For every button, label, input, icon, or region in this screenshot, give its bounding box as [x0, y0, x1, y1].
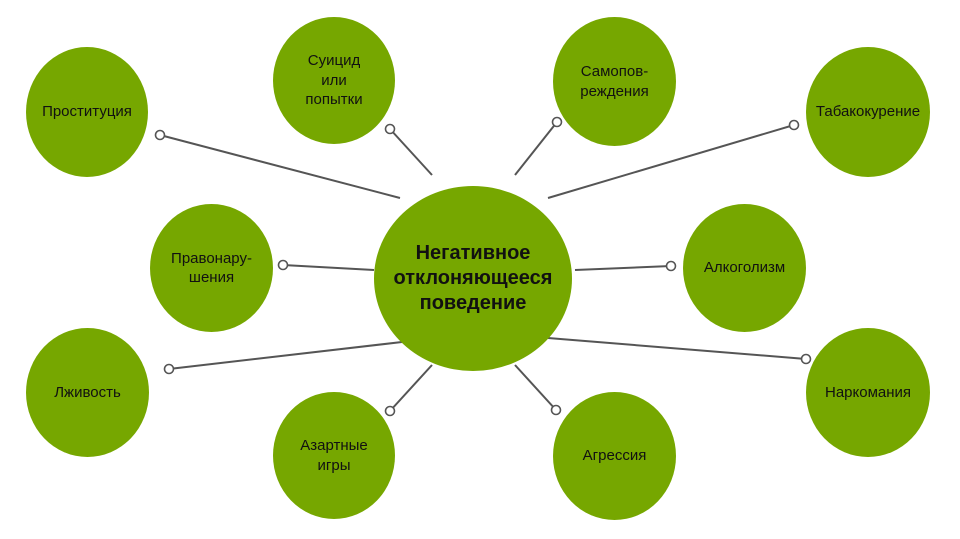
node-suicide-label: Суицид или попытки — [305, 52, 363, 109]
node-suicide: Суицид или попытки — [273, 17, 395, 144]
node-aggression-label: Агрессия — [582, 447, 647, 465]
node-selfharm-label: Самопов- реждения — [580, 63, 649, 100]
node-lying: Лживость — [26, 328, 149, 457]
node-smoking-label: Табакокурение — [815, 103, 921, 121]
connector-aggression — [514, 364, 557, 411]
connector-prostitution-end — [154, 129, 166, 141]
connector-selfharm-end — [551, 116, 563, 128]
connector-offenses-end — [277, 259, 289, 271]
node-smoking: Табакокурение — [806, 47, 930, 177]
connector-smoking-end — [788, 119, 800, 131]
node-lying-label: Лживость — [54, 383, 121, 401]
connector-smoking — [547, 124, 795, 199]
connector-lying-end — [163, 363, 175, 375]
node-prostitution: Проституция — [26, 47, 148, 177]
connector-prostitution — [159, 134, 401, 199]
center-node: Негативное отклоняющееся поведение — [374, 186, 572, 371]
node-gambling-label: Азартные игры — [300, 437, 368, 474]
node-alcoholism: Алкоголизм — [683, 204, 806, 332]
connector-offenses — [282, 264, 375, 271]
node-gambling: Азартные игры — [273, 392, 395, 519]
connector-alcoholism — [574, 265, 672, 271]
node-prostitution-label: Проституция — [42, 103, 132, 121]
node-offenses: Правонару- шения — [150, 204, 273, 332]
connector-lying — [168, 341, 403, 370]
connector-selfharm — [514, 121, 558, 176]
connector-alcoholism-end — [665, 260, 677, 272]
node-drugs: Наркомания — [806, 328, 930, 457]
connector-suicide-end — [384, 123, 396, 135]
connector-suicide — [389, 128, 433, 176]
center-node-label: Негативное отклоняющееся поведение — [393, 242, 553, 314]
connector-drugs — [547, 337, 807, 360]
node-alcoholism-label: Алкоголизм — [703, 259, 786, 277]
node-selfharm: Самопов- реждения — [553, 17, 676, 146]
node-offenses-label: Правонару- шения — [171, 249, 252, 287]
node-drugs-label: Наркомания — [824, 383, 912, 401]
connector-gambling — [389, 364, 433, 412]
connector-gambling-end — [384, 405, 396, 417]
connector-aggression-end — [550, 404, 562, 416]
connector-drugs-end — [800, 353, 812, 365]
node-aggression: Агрессия — [553, 392, 676, 520]
